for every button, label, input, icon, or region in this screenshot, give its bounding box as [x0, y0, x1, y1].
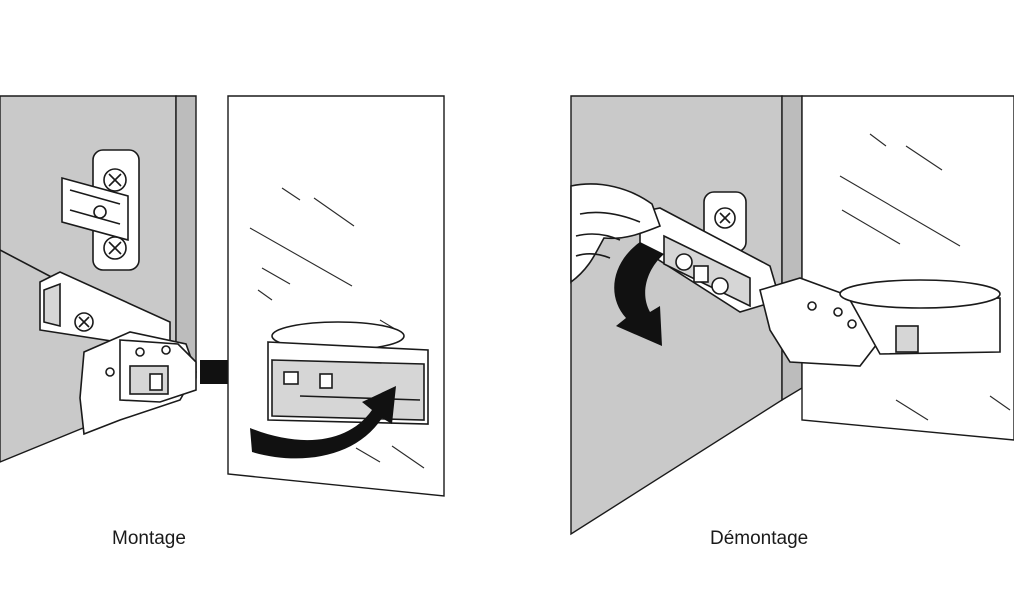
glass-reflection-lines — [249, 187, 425, 469]
mounting-plate — [61, 149, 140, 271]
montage-illustration — [0, 95, 445, 497]
caption-montage: Montage — [112, 528, 186, 549]
hinge-cup — [267, 321, 429, 425]
cabinet-wall-right — [570, 95, 783, 536]
hand — [570, 183, 662, 284]
hinge-arm — [39, 271, 197, 436]
rotation-arrow-right — [614, 242, 664, 346]
hinge-arm-right — [639, 207, 1001, 367]
demontage-illustration — [570, 95, 1014, 536]
glass-reflection-lines-right — [839, 133, 1011, 421]
caption-demontage: Démontage — [710, 528, 809, 549]
rotation-arrow-left — [250, 386, 396, 459]
